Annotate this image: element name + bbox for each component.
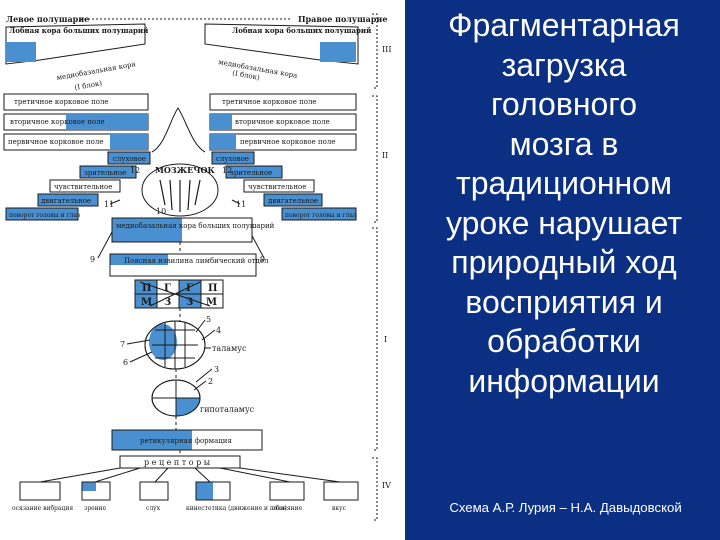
num-6: 6	[123, 358, 128, 367]
sense-kinesthetic: кинестетика (движение и поза)	[186, 505, 287, 512]
left-hemisphere-label: Левое полушарие	[6, 14, 89, 24]
tactile-right: чувствительное	[248, 183, 306, 191]
num-9-right: 9	[260, 255, 265, 264]
grid-cell-1-2: Г	[164, 283, 171, 294]
num-10: 10	[156, 207, 166, 216]
title-line: обработки	[487, 323, 641, 359]
title-line: природный ход	[451, 244, 677, 280]
title-line: головного	[490, 86, 638, 122]
mediobasal-cortex-box: медиобазальная кора больших полушарий	[111, 217, 275, 243]
num-3: 3	[214, 365, 219, 374]
num-7: 7	[120, 340, 125, 349]
cerebellum-label: МОЗЖЕЧОК	[155, 165, 215, 175]
title-line: Фрагментарная	[448, 7, 680, 43]
sensory-strip-right: слуховое зрительное чувствительное двига…	[211, 151, 357, 221]
motor-left: двигательное	[41, 197, 91, 205]
source-caption: Схема А.Р. Лурия – Н.А. Давыдовской	[449, 500, 682, 515]
tactile-left: чувствительное	[54, 183, 112, 191]
secondary-field-right: вторичное корковое поле	[235, 118, 330, 126]
thalamus: таламус 5 4 7 6	[120, 315, 247, 370]
auditory-left: слуховое	[113, 155, 146, 163]
sense-touch: осязание вибрация	[12, 505, 73, 512]
visual-left: зрительное	[84, 169, 126, 177]
tertiary-field-right: третичное корковое поле	[222, 98, 317, 106]
frontal-cortex-right: Лобная кора больших полушарий медиобазал…	[204, 23, 371, 82]
reticular-label: ретикулярная формация	[140, 437, 232, 445]
num-2: 2	[208, 377, 213, 386]
block-label-4: IV	[382, 481, 391, 490]
head-eye-left: поворот головы и глаз	[9, 212, 80, 219]
title-line: уроке нарушает	[445, 204, 683, 241]
primary-field-right: первичное корковое поле	[240, 138, 335, 146]
num-11-left: 11	[104, 200, 114, 209]
hypothalamus-label: гипоталамус	[200, 405, 255, 414]
receptors-label: р е ц е п т о р ы	[144, 458, 211, 467]
sense-smell: обоняние	[272, 505, 303, 512]
num-9-left: 9	[90, 255, 95, 264]
title-line: мозга в	[509, 125, 619, 162]
secondary-field-left: вторичное корковое поле	[10, 118, 105, 126]
thalamus-label: таламус	[212, 344, 247, 353]
midline-arch	[151, 107, 206, 153]
grid-cell-2-3: З	[186, 297, 193, 308]
limbic-region: Поясная извилина лимбический отдел	[109, 253, 269, 277]
limbic-label: Поясная извилина лимбический отдел	[124, 257, 269, 265]
frontal-cortex-left-label: Лобная кора больших полушарий	[9, 26, 148, 35]
num-12-left: 12	[130, 166, 140, 175]
block-label-2: II	[382, 151, 388, 160]
block-label-1: I	[384, 335, 387, 344]
reticular-formation: ретикулярная формация	[111, 429, 263, 451]
cerebellum: МОЗЖЕЧОК	[141, 163, 219, 217]
functional-grid: П Г Г П М З З М	[134, 279, 224, 309]
primary-field-left: первичное корковое поле	[8, 138, 103, 146]
grid-cell-2-4: М	[206, 297, 217, 308]
visual-right: зрительное	[230, 169, 272, 177]
block-one-left-label: (I блок)	[74, 79, 103, 92]
sense-organs: осязание вибрация зрение слух кинестетик…	[12, 481, 359, 512]
cortical-fields-left: третичное корковое поле вторичное корков…	[3, 93, 149, 151]
slide-title: Фрагментарная загрузка головного мозга в…	[420, 6, 708, 401]
sense-vision: зрение	[84, 505, 107, 512]
title-line: традиционном	[456, 165, 672, 201]
grid-cell-1-4: П	[208, 283, 217, 294]
motor-right: двигательное	[268, 197, 318, 205]
right-hemisphere-label: Правое полушарие	[298, 14, 387, 24]
cortical-fields-right: третичное корковое поле вторичное корков…	[209, 93, 357, 151]
block-brackets: III II I IV	[372, 13, 391, 521]
hypothalamus: гипоталамус 3 2	[151, 365, 255, 417]
mediobasal-large-label: медиобазальная кора больших полушарий	[116, 222, 275, 230]
sense-taste: вкус	[332, 505, 347, 512]
grid-cell-2-1: М	[141, 297, 152, 308]
grid-cell-1-1: П	[142, 283, 151, 294]
tertiary-field-left: третичное корковое поле	[14, 98, 109, 106]
grid-cell-2-2: З	[164, 297, 171, 308]
grid-cell-1-3: Г	[186, 283, 193, 294]
sensory-strip-left: слуховое зрительное чувствительное двига…	[5, 151, 151, 221]
title-line: информации	[468, 362, 660, 399]
num-5: 5	[206, 315, 211, 324]
luria-brain-scheme: Левое полушарие Правое полушарие Лобная …	[0, 0, 405, 540]
title-line: восприятия и	[465, 283, 663, 320]
hemisphere-headers: Левое полушарие Правое полушарие	[6, 14, 387, 24]
receptors-bar: р е ц е п т о р ы	[39, 455, 341, 483]
num-11-right: 11	[236, 200, 246, 209]
sense-hearing: слух	[146, 505, 161, 512]
num-4: 4	[216, 326, 221, 335]
vertical-flow-lines	[175, 242, 181, 456]
frontal-cortex-left: Лобная кора больших полушарий медиобазал…	[5, 23, 148, 92]
num-12-right: 12	[222, 166, 232, 175]
head-eye-right: поворот головы и глаз	[285, 212, 356, 219]
auditory-right: слуховое	[216, 155, 249, 163]
title-panel: Фрагментарная загрузка головного мозга в…	[405, 0, 720, 540]
title-line: загрузка	[501, 46, 627, 83]
mediobasal-left-label: медиобазальная кора	[56, 60, 136, 82]
block-label-3: III	[382, 45, 391, 54]
frontal-cortex-right-label: Лобная кора больших полушарий	[232, 26, 371, 35]
